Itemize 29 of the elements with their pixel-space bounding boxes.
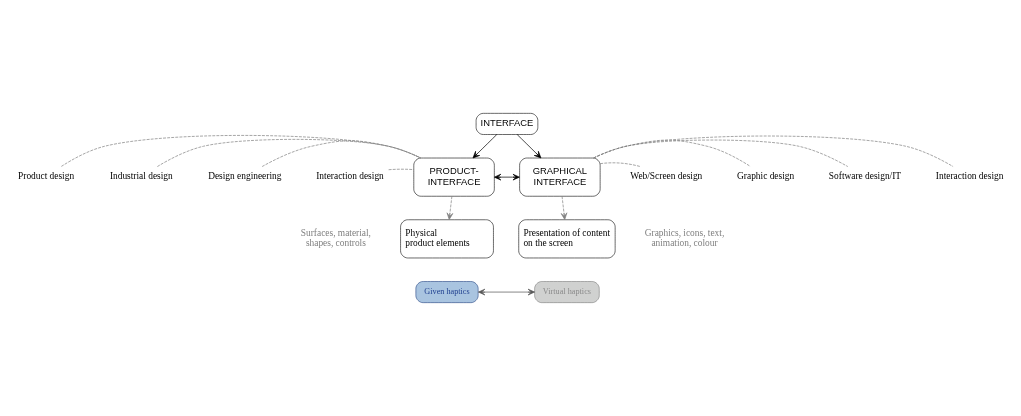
node-text: Graphic design [737, 171, 795, 182]
node-text: Design engineering [208, 171, 282, 182]
node-text: Product design [18, 171, 75, 182]
arrow [494, 173, 520, 181]
connector [599, 162, 641, 167]
node-box: Given haptics [415, 281, 479, 303]
connector [261, 140, 422, 167]
arrow [478, 288, 535, 296]
node-box: GRAPHICAL INTERFACE [519, 157, 601, 197]
node-text: Industrial design [109, 171, 173, 182]
node-text: Interaction design [316, 171, 384, 182]
node-box: Virtual haptics [534, 281, 600, 303]
node-box: Physical product elements [400, 219, 494, 259]
node-text: Web/Screen design [630, 171, 703, 182]
node-box: INTERFACE [475, 113, 539, 135]
label: Graphics, icons, text, animation, colour [644, 227, 725, 249]
arrow [516, 134, 542, 159]
node-box: Presentation of content on the screen [518, 219, 616, 259]
arrow [446, 196, 454, 220]
arrow [472, 134, 498, 159]
arrow [560, 196, 568, 220]
label: Surfaces, material, shapes, controls [300, 227, 371, 249]
connector [61, 135, 422, 167]
connector [388, 168, 415, 171]
node-text: Interaction design [935, 171, 1004, 182]
node-box: PRODUCT- INTERFACE [413, 157, 495, 197]
node-text: Software design/IT [828, 171, 902, 182]
connector [593, 135, 954, 167]
connector [157, 139, 422, 167]
